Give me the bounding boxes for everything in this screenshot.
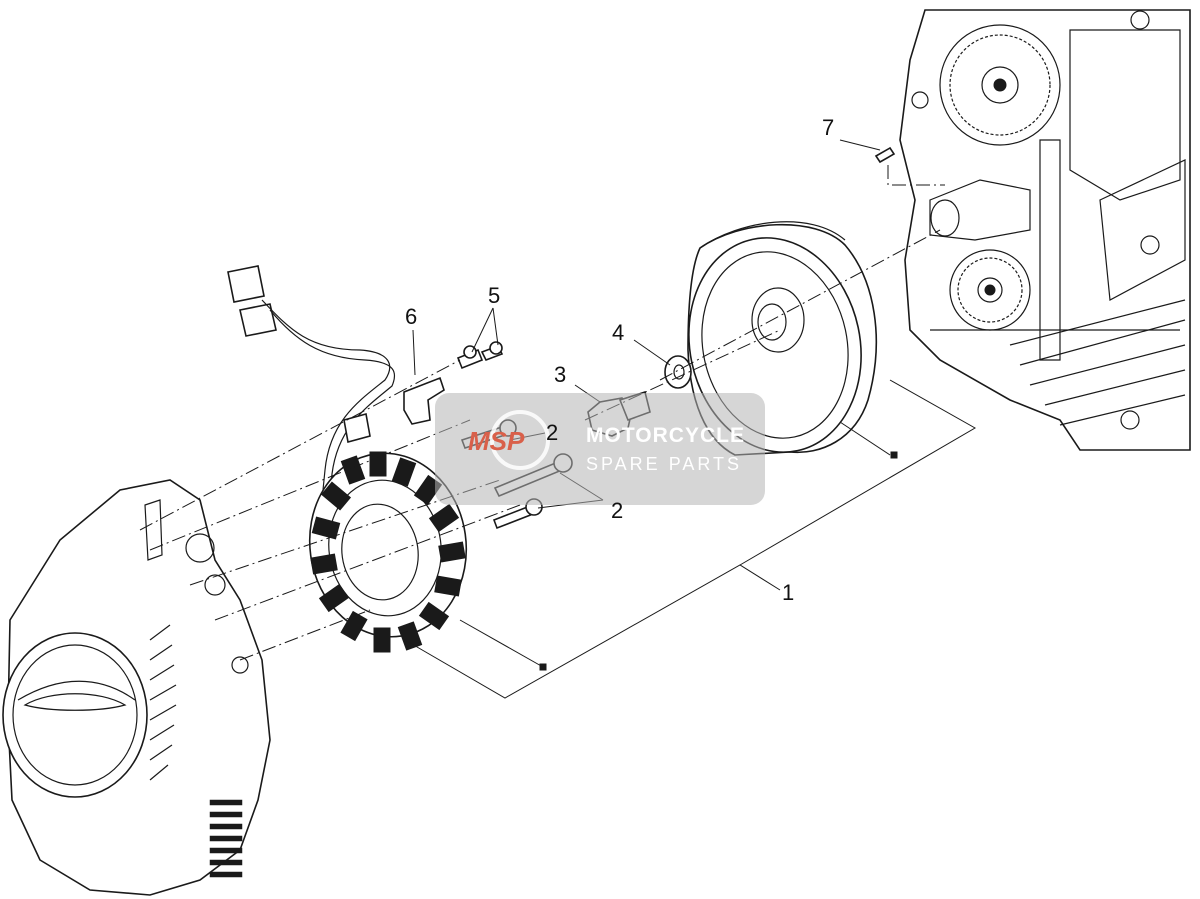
callout-6: 6 [405, 304, 417, 329]
crankcase-cover [2, 479, 271, 896]
callout-3: 3 [554, 362, 566, 387]
wiring-harness [227, 265, 396, 521]
leader-lines [404, 139, 977, 699]
key-pin [874, 146, 896, 164]
callout-7: 7 [822, 115, 834, 140]
callout-2-lower: 2 [611, 498, 623, 523]
watermark-logo: MSP [468, 426, 525, 456]
callout-5: 5 [488, 283, 500, 308]
screws [456, 341, 504, 370]
engine-block [899, 9, 1191, 451]
cable-clip [403, 376, 445, 425]
washer [664, 355, 692, 389]
watermark: MSP MOTORCYCLE SPARE PARTS [435, 393, 765, 505]
callout-1: 1 [782, 580, 794, 605]
callout-4: 4 [612, 320, 624, 345]
callouts: 1 2 2 3 4 5 6 7 [405, 115, 834, 605]
callout-2-upper: 2 [546, 420, 558, 445]
stator [308, 451, 468, 653]
watermark-title: MOTORCYCLE [586, 424, 745, 447]
watermark-subtitle: SPARE PARTS [586, 454, 742, 474]
